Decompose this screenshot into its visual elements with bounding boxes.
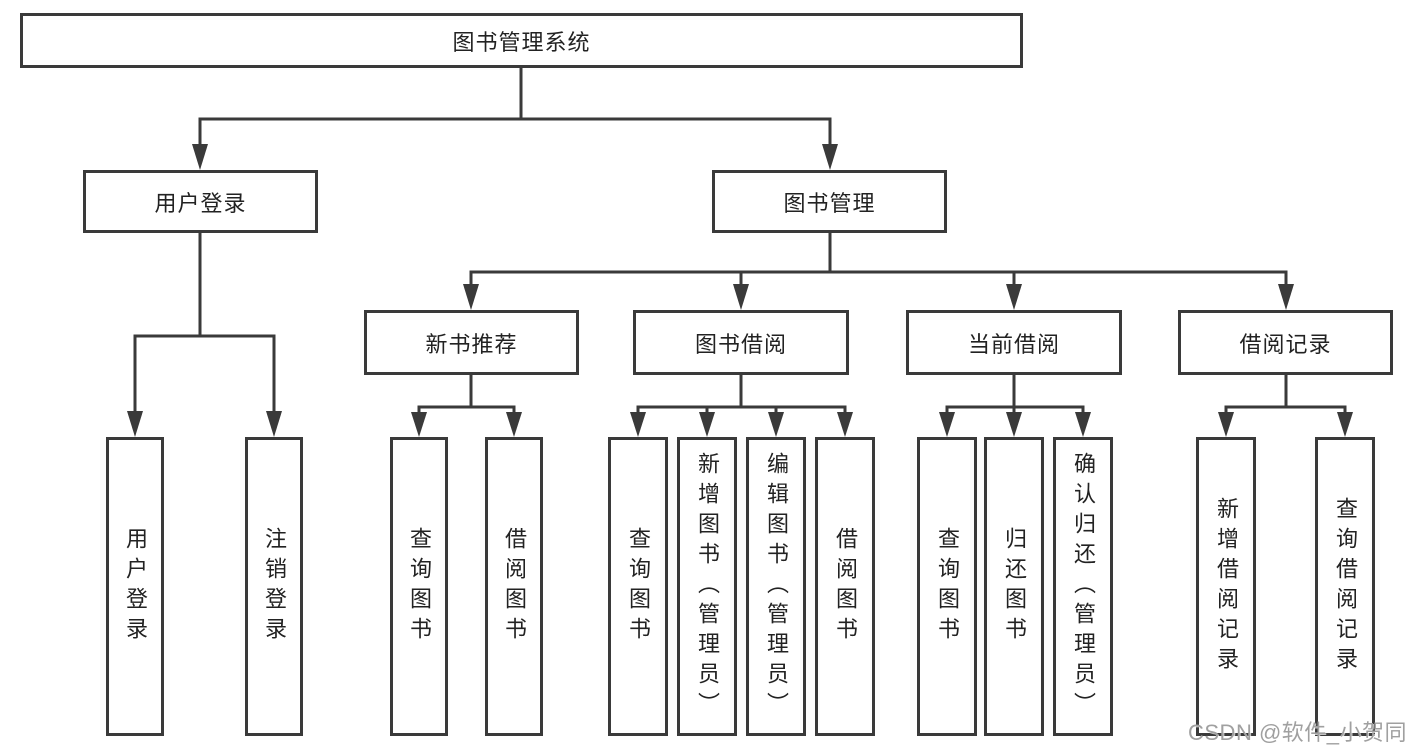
arrowhead-icon [1337, 412, 1353, 437]
leaf-bb-borrow-books: 借阅图书 [815, 437, 875, 736]
arrowhead-icon [699, 412, 715, 437]
arrowhead-icon [411, 412, 427, 437]
arrowhead-icon [837, 412, 853, 437]
leaf-cb-return-books: 归还图书 [984, 437, 1044, 736]
node-book-borrowing: 图书借阅 [633, 310, 849, 375]
arrowhead-icon [1278, 284, 1294, 310]
arrowhead-icon [1006, 284, 1022, 310]
node-new-book-recommendation: 新书推荐 [364, 310, 579, 375]
arrowhead-icon [1218, 412, 1234, 437]
arrowhead-icon [506, 412, 522, 437]
arrowhead-icon [127, 411, 143, 437]
node-book-management: 图书管理 [712, 170, 947, 233]
arrowhead-icon [1075, 412, 1091, 437]
arrowhead-icon [266, 411, 282, 437]
arrowhead-icon [1006, 412, 1022, 437]
arrowhead-icon [939, 412, 955, 437]
arrowhead-icon [463, 284, 479, 310]
leaf-bb-edit-books-admin: 编辑图书（管理员） [746, 437, 806, 736]
leaf-user-login: 用户登录 [106, 437, 164, 736]
leaf-br-add-borrow-record: 新增借阅记录 [1196, 437, 1256, 736]
watermark: CSDN @软件_小贺同学 [1188, 720, 1405, 745]
node-borrowing-records: 借阅记录 [1178, 310, 1393, 375]
leaf-cb-confirm-return-admin: 确认归还（管理员） [1053, 437, 1113, 736]
node-library-management-system: 图书管理系统 [20, 13, 1023, 68]
arrowhead-icon [768, 412, 784, 437]
leaf-nbr-query-books: 查询图书 [390, 437, 448, 736]
leaf-cb-query-books: 查询图书 [917, 437, 977, 736]
arrowhead-icon [192, 144, 208, 170]
leaf-nbr-borrow-books: 借阅图书 [485, 437, 543, 736]
arrowhead-icon [733, 284, 749, 310]
leaf-bb-add-books-admin: 新增图书（管理员） [677, 437, 737, 736]
leaf-br-query-borrow-record: 查询借阅记录 [1315, 437, 1375, 736]
leaf-bb-query-books: 查询图书 [608, 437, 668, 736]
leaf-logout: 注销登录 [245, 437, 303, 736]
node-user-login: 用户登录 [83, 170, 318, 233]
arrowhead-icon [630, 412, 646, 437]
arrowhead-icon [822, 144, 838, 170]
node-current-borrowing: 当前借阅 [906, 310, 1122, 375]
